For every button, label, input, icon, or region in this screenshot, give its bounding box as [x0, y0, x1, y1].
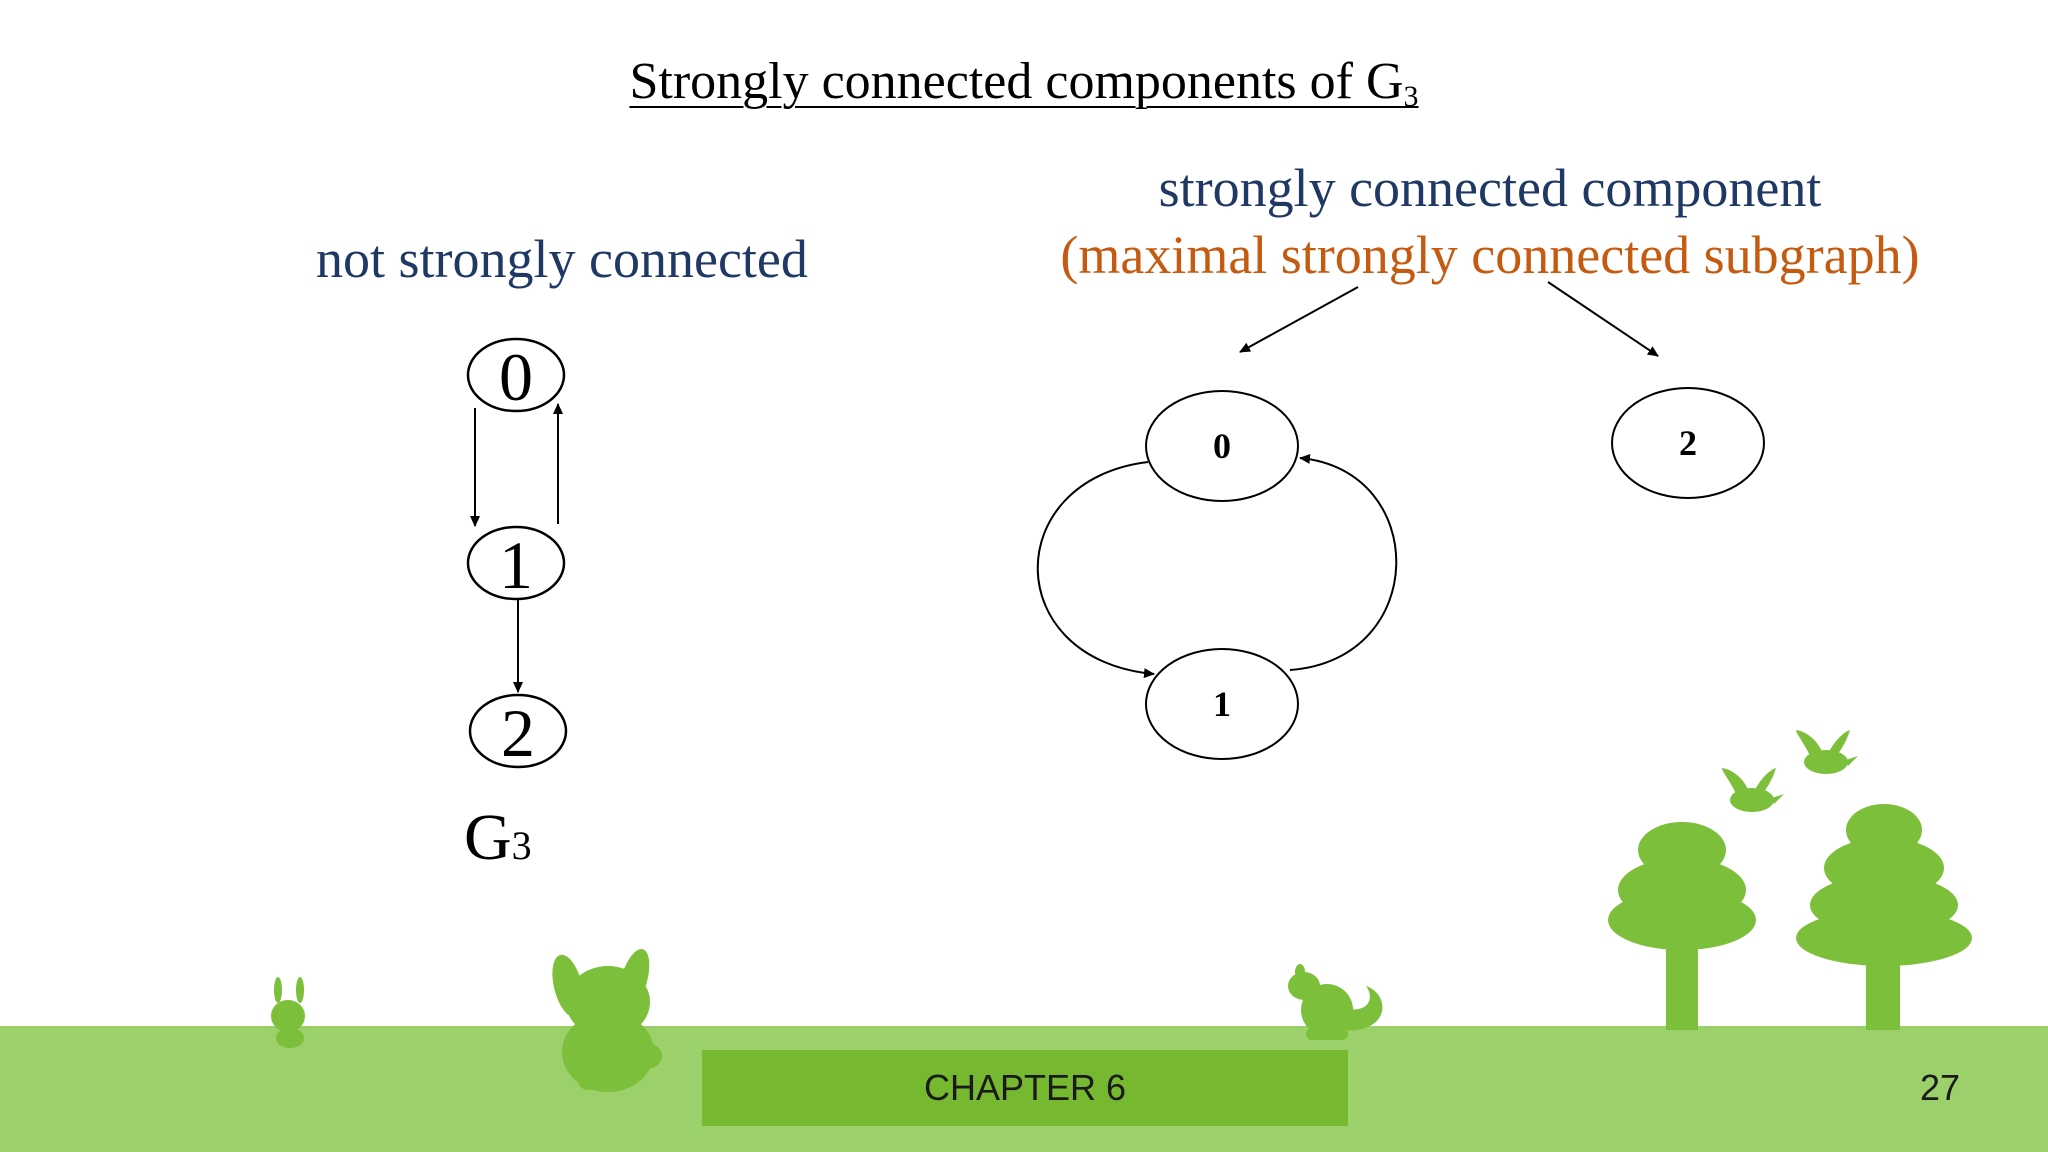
graph-g3: 0 1 2: [466, 337, 568, 771]
bird-lower-icon: [1722, 768, 1784, 812]
g3-node-0-label: 0: [499, 339, 533, 415]
component-node-1: 1: [1145, 648, 1299, 760]
big-bunny-icon: [552, 949, 662, 1092]
page-number: 27: [1919, 1067, 1961, 1108]
pointer-arrow-left: [1239, 286, 1359, 353]
bird-upper-icon: [1796, 730, 1858, 774]
footer-chapter-label: CHAPTER 6: [923, 1067, 1127, 1108]
component-node-1-label: 1: [1213, 684, 1231, 724]
component-edge-0-to-1: [1036, 461, 1155, 679]
right-label-heading: strongly connected component: [1158, 158, 1822, 218]
right-label-definition: (maximal strongly connected subgraph): [1060, 225, 1920, 285]
components-graph: 0 1 2: [1036, 281, 1765, 760]
tree-right-icon: [1796, 804, 1972, 1030]
g3-node-2: 2: [468, 693, 568, 771]
pointer-arrow-right: [1547, 281, 1659, 357]
graph-label-subscript: 3: [511, 823, 532, 868]
g3-node-0: 0: [466, 337, 566, 415]
small-bunny-icon: [271, 977, 305, 1048]
g3-node-1: 1: [466, 525, 566, 603]
graph-label-g3: G3: [464, 800, 532, 876]
component-node-2-label: 2: [1679, 423, 1697, 463]
component-edge-1-to-0: [1289, 453, 1398, 671]
footer-bar: [702, 1050, 1348, 1126]
slide-title: Strongly connected components of G3: [0, 52, 2048, 114]
decorative-scenery: [271, 730, 1972, 1092]
tree-left-icon: [1608, 822, 1756, 1030]
component-node-2: 2: [1611, 387, 1765, 499]
g3-node-2-label: 2: [501, 695, 535, 771]
component-node-0: 0: [1145, 390, 1299, 502]
component-node-0-label: 0: [1213, 426, 1231, 466]
slide-title-subscript: 3: [1403, 80, 1419, 113]
g3-node-1-label: 1: [499, 527, 533, 603]
slide-title-text: Strongly connected components of G: [629, 53, 1404, 110]
squirrel-icon: [1288, 964, 1383, 1040]
left-label: not strongly connected: [316, 229, 808, 289]
graph-label-text: G: [464, 801, 512, 874]
